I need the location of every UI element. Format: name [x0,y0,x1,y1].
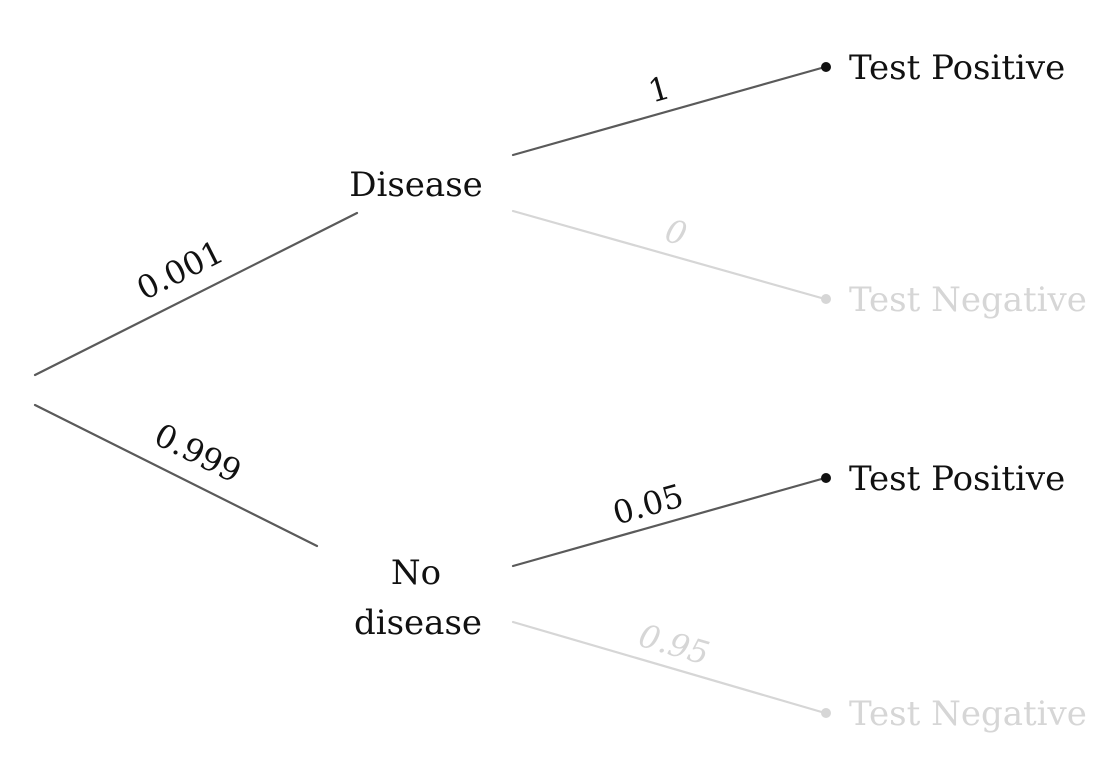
leaf-dot-disease-positive [821,62,831,72]
leaf-dot-no-disease-positive [821,473,831,483]
edge-root-to-disease [33,211,359,377]
node-no-disease-label-line1: No [391,553,441,593]
node-disease-label: Disease [349,165,483,205]
edge-disease-to-test-negative [511,209,827,301]
edge-no-disease-to-test-positive [511,476,827,568]
prob-no-disease: 0.999 [148,416,247,491]
edge-no-disease-to-test-negative [511,620,827,715]
leaf-dot-disease-negative [821,294,831,304]
leaf-disease-test-negative: Test Negative [849,280,1087,320]
edge-root-to-no-disease [33,403,319,548]
leaf-no-disease-test-negative: Test Negative [849,694,1087,734]
edge-disease-to-test-positive [511,65,827,157]
prob-disease-test-positive: 1 [644,68,674,110]
prob-no-disease-test-negative: 0.95 [635,616,714,672]
leaf-dot-no-disease-negative [821,708,831,718]
leaf-disease-test-positive: Test Positive [849,48,1065,88]
prob-disease: 0.001 [131,233,230,308]
node-no-disease-label-line2: disease [354,603,482,643]
leaf-no-disease-test-positive: Test Positive [849,459,1065,499]
prob-disease-test-negative: 0 [661,211,691,253]
prob-no-disease-test-positive: 0.05 [609,476,688,532]
